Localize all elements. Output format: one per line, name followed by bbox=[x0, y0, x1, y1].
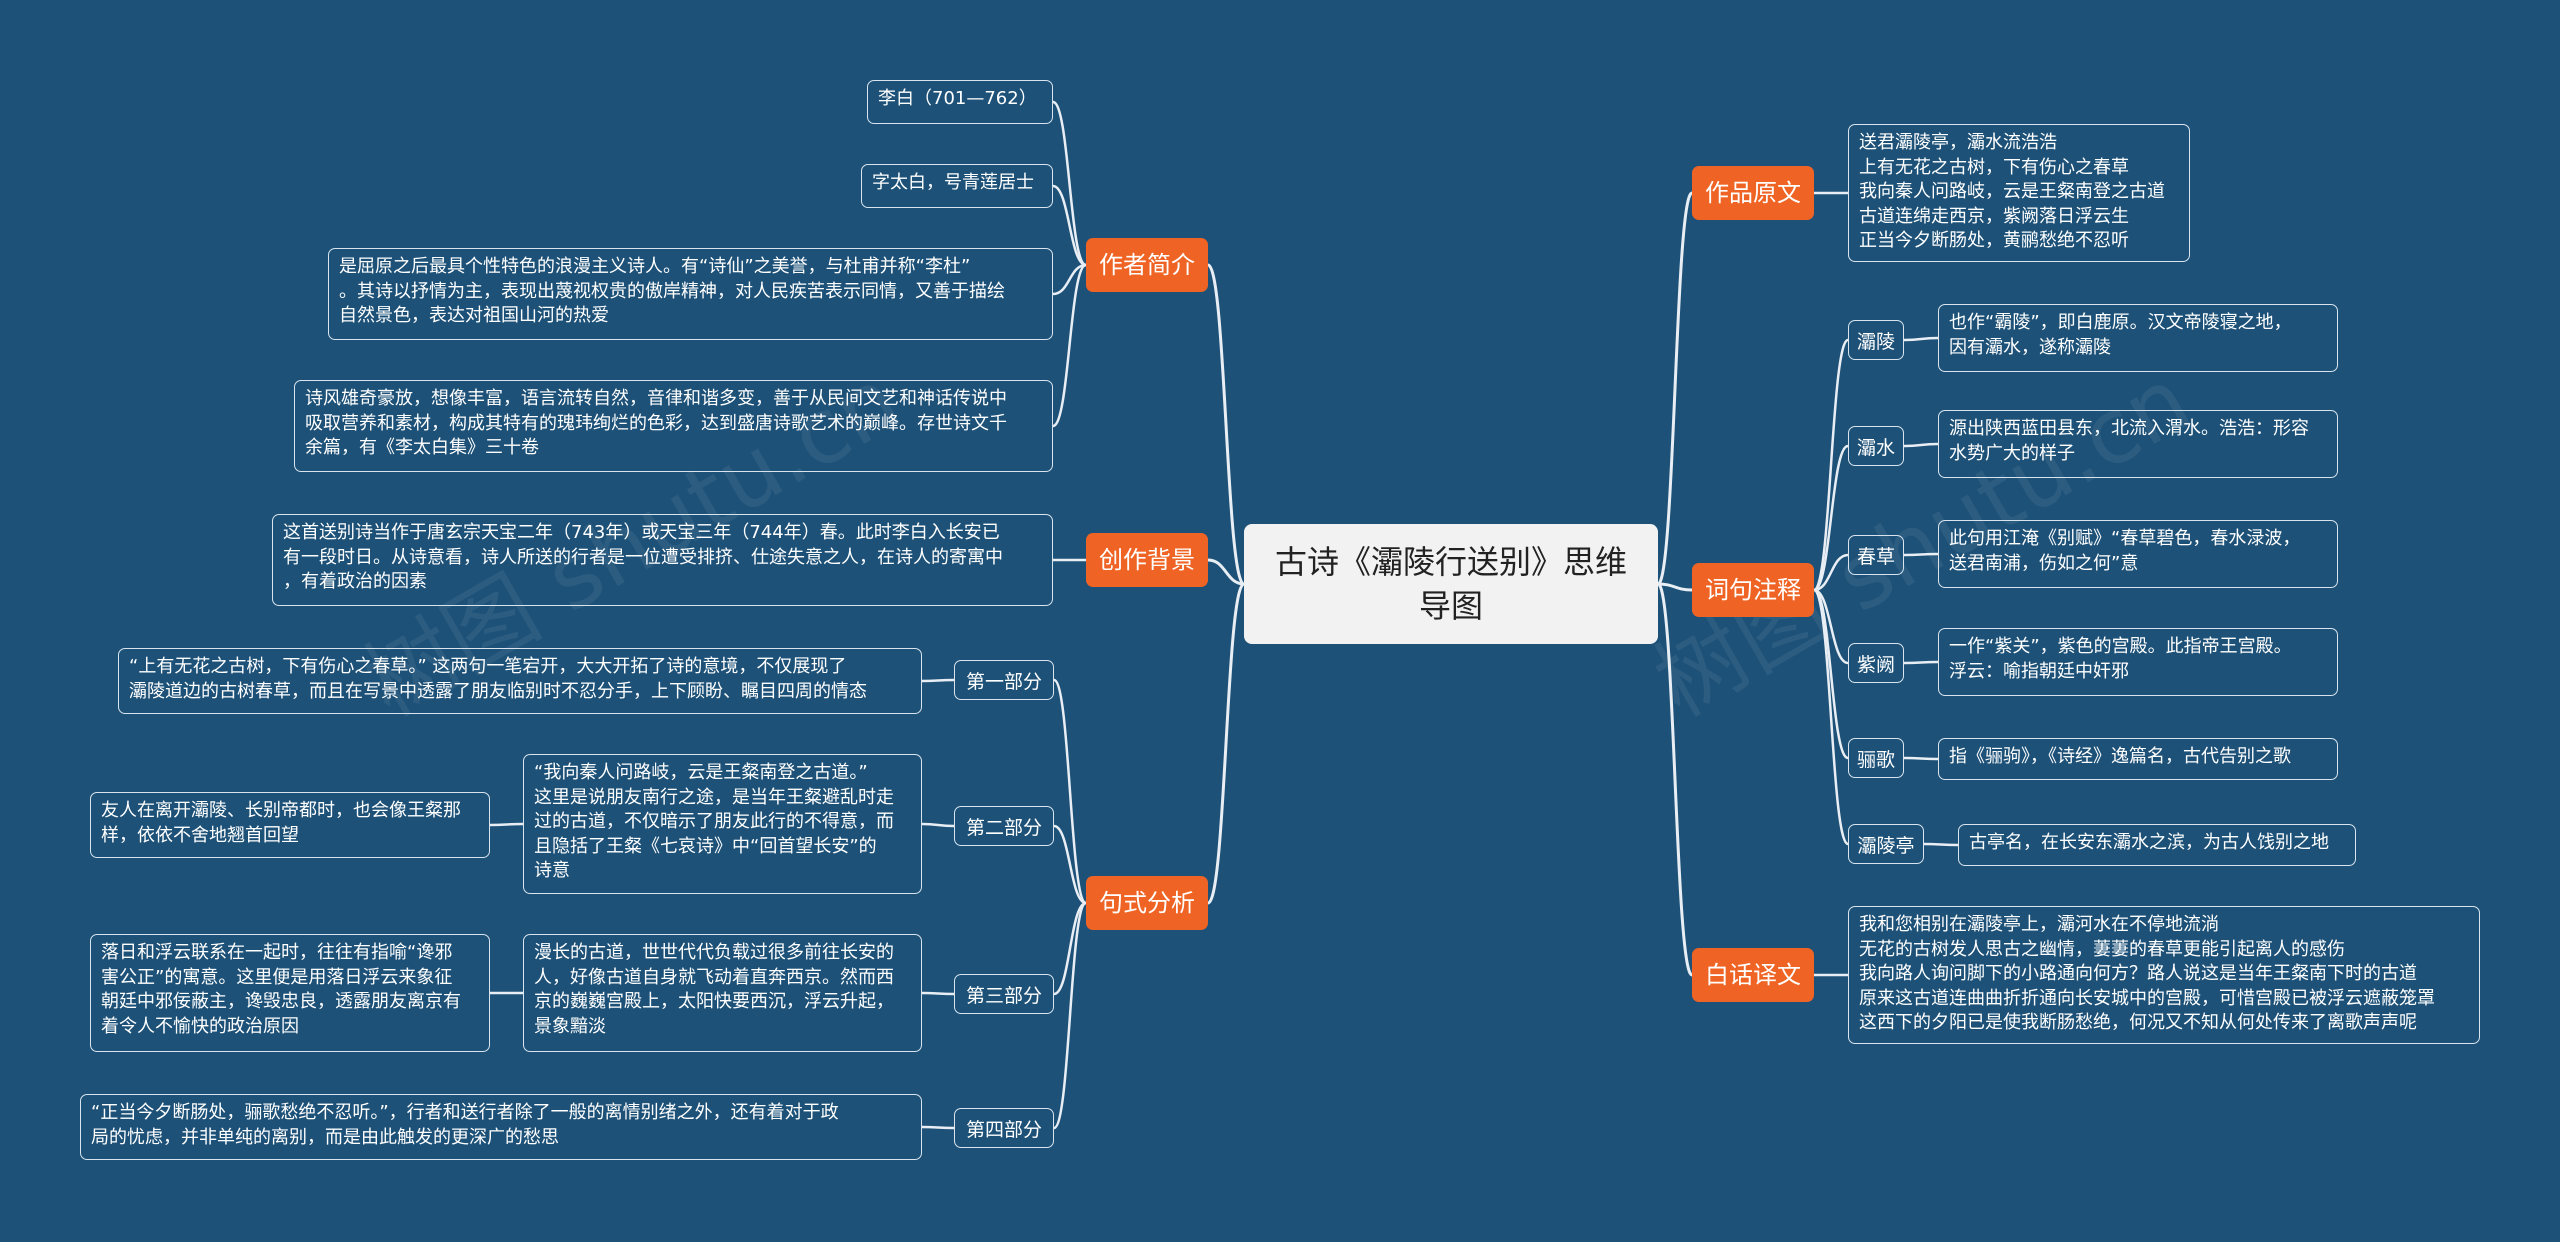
connector bbox=[1813, 444, 1849, 592]
note-text-lige[interactable]: 指《骊驹》，《诗经》逸篇名，古代告别之歌 bbox=[1938, 738, 2338, 780]
note-term-chuncao[interactable]: 春草 bbox=[1848, 535, 1904, 575]
note-term-lige[interactable]: 骊歌 bbox=[1848, 738, 1904, 778]
author-name[interactable]: 李白（701—762） bbox=[867, 80, 1053, 124]
connector bbox=[1052, 100, 1087, 267]
connector bbox=[1656, 582, 1694, 977]
original-text[interactable]: 送君灞陵亭，灞水流浩浩 上有无花之古树，下有伤心之春草 我向秦人问路岐，云是王粲… bbox=[1848, 124, 2190, 262]
connector bbox=[1052, 263, 1087, 428]
connector bbox=[1656, 191, 1694, 586]
connector bbox=[1052, 184, 1087, 267]
root-topic[interactable]: 古诗《灞陵行送别》思维导图 bbox=[1244, 524, 1658, 644]
part-three-text[interactable]: 漫长的古道，世世代代负载过很多前往长安的 人，好像古道自身就飞动着直奔西京。然而… bbox=[523, 934, 922, 1052]
connector bbox=[1813, 553, 1849, 592]
author-poetry-style[interactable]: 诗风雄奇豪放，想像丰富，语言流转自然，音律和谐多变，善于从民间文艺和神话传说中 … bbox=[294, 380, 1053, 472]
background-text[interactable]: 这首送别诗当作于唐玄宗天宝二年（743年）或天宝三年（744年）春。此时李白入长… bbox=[272, 514, 1053, 606]
connector bbox=[1207, 558, 1245, 586]
branch-original[interactable]: 作品原文 bbox=[1692, 166, 1814, 220]
connector bbox=[1053, 824, 1087, 905]
note-text-chuncao[interactable]: 此句用江淹《别赋》“春草碧色，春水渌波， 送君南浦，伤如之何”意 bbox=[1938, 520, 2338, 588]
note-text-bashui[interactable]: 源出陕西蓝田县东，北流入渭水。浩浩：形容 水势广大的样子 bbox=[1938, 410, 2338, 478]
part-four-label[interactable]: 第四部分 bbox=[954, 1108, 1054, 1148]
part-two-text[interactable]: “我向秦人问路岐，云是王粲南登之古道。” 这里是说朋友南行之途，是当年王粲避乱时… bbox=[523, 754, 922, 894]
note-term-balingting[interactable]: 灞陵亭 bbox=[1848, 824, 1924, 864]
branch-analysis[interactable]: 句式分析 bbox=[1086, 876, 1208, 930]
connector bbox=[1052, 901, 1088, 1130]
connector bbox=[1903, 336, 1939, 342]
connector bbox=[1812, 588, 1850, 846]
connector bbox=[1053, 901, 1087, 996]
note-term-baling[interactable]: 灞陵 bbox=[1848, 320, 1904, 360]
note-term-bashui[interactable]: 灞水 bbox=[1848, 426, 1904, 466]
connector bbox=[1206, 263, 1246, 586]
part-two-label[interactable]: 第二部分 bbox=[954, 806, 1054, 846]
translation-text[interactable]: 我和您相别在灞陵亭上，灞河水在不停地流淌 无花的古树发人思古之幽情，萋萋的春草更… bbox=[1848, 906, 2480, 1044]
part-two-extra[interactable]: 友人在离开灞陵、长别帝都时，也会像王粲那 样，依依不舍地翘首回望 bbox=[90, 792, 490, 858]
connector bbox=[1052, 263, 1087, 296]
connector bbox=[1812, 338, 1850, 592]
connector bbox=[921, 1125, 955, 1130]
part-one-text[interactable]: “上有无花之古树，下有伤心之春草。” 这两句一笔宕开，大大开拓了诗的意境，不仅展… bbox=[118, 648, 922, 714]
connector bbox=[1903, 552, 1939, 557]
connector bbox=[1903, 442, 1939, 448]
branch-author[interactable]: 作者简介 bbox=[1086, 238, 1208, 292]
connector bbox=[921, 991, 955, 996]
branch-notes[interactable]: 词句注释 bbox=[1692, 563, 1814, 617]
note-text-balingting[interactable]: 古亭名，在长安东灞水之滨，为古人饯别之地 bbox=[1958, 824, 2356, 866]
part-four-text[interactable]: “正当今夕断肠处，骊歌愁绝不忍听。”，行者和送行者除了一般的离情别绪之外，还有着… bbox=[80, 1094, 922, 1160]
note-text-ziqu[interactable]: 一作“紫关”，紫色的宫殿。此指帝王宫殿。 浮云：喻指朝廷中奸邪 bbox=[1938, 628, 2338, 696]
connector bbox=[921, 678, 955, 683]
connector bbox=[1903, 660, 1939, 665]
connector bbox=[489, 822, 524, 827]
part-three-label[interactable]: 第三部分 bbox=[954, 974, 1054, 1014]
connector bbox=[1657, 582, 1693, 592]
connector bbox=[1206, 582, 1246, 905]
author-style-name[interactable]: 字太白，号青莲居士 bbox=[861, 164, 1053, 208]
connector bbox=[1813, 588, 1849, 665]
branch-background[interactable]: 创作背景 bbox=[1086, 533, 1208, 587]
connector bbox=[1052, 678, 1088, 905]
note-term-ziqu[interactable]: 紫阙 bbox=[1848, 643, 1904, 683]
branch-translation[interactable]: 白话译文 bbox=[1692, 948, 1814, 1002]
note-text-baling[interactable]: 也作“霸陵”，即白鹿原。汉文帝陵寝之地， 因有灞水，遂称灞陵 bbox=[1938, 304, 2338, 372]
connector bbox=[1923, 842, 1959, 847]
connector bbox=[1903, 756, 1939, 761]
author-description[interactable]: 是屈原之后最具个性特色的浪漫主义诗人。有“诗仙”之美誉，与杜甫并称“李杜” 。其… bbox=[328, 248, 1053, 340]
part-one-label[interactable]: 第一部分 bbox=[954, 660, 1054, 700]
connector bbox=[921, 822, 955, 828]
part-three-extra[interactable]: 落日和浮云联系在一起时，往往有指喻“谗邪 害公正”的寓意。这里便是用落日浮云来象… bbox=[90, 934, 490, 1052]
